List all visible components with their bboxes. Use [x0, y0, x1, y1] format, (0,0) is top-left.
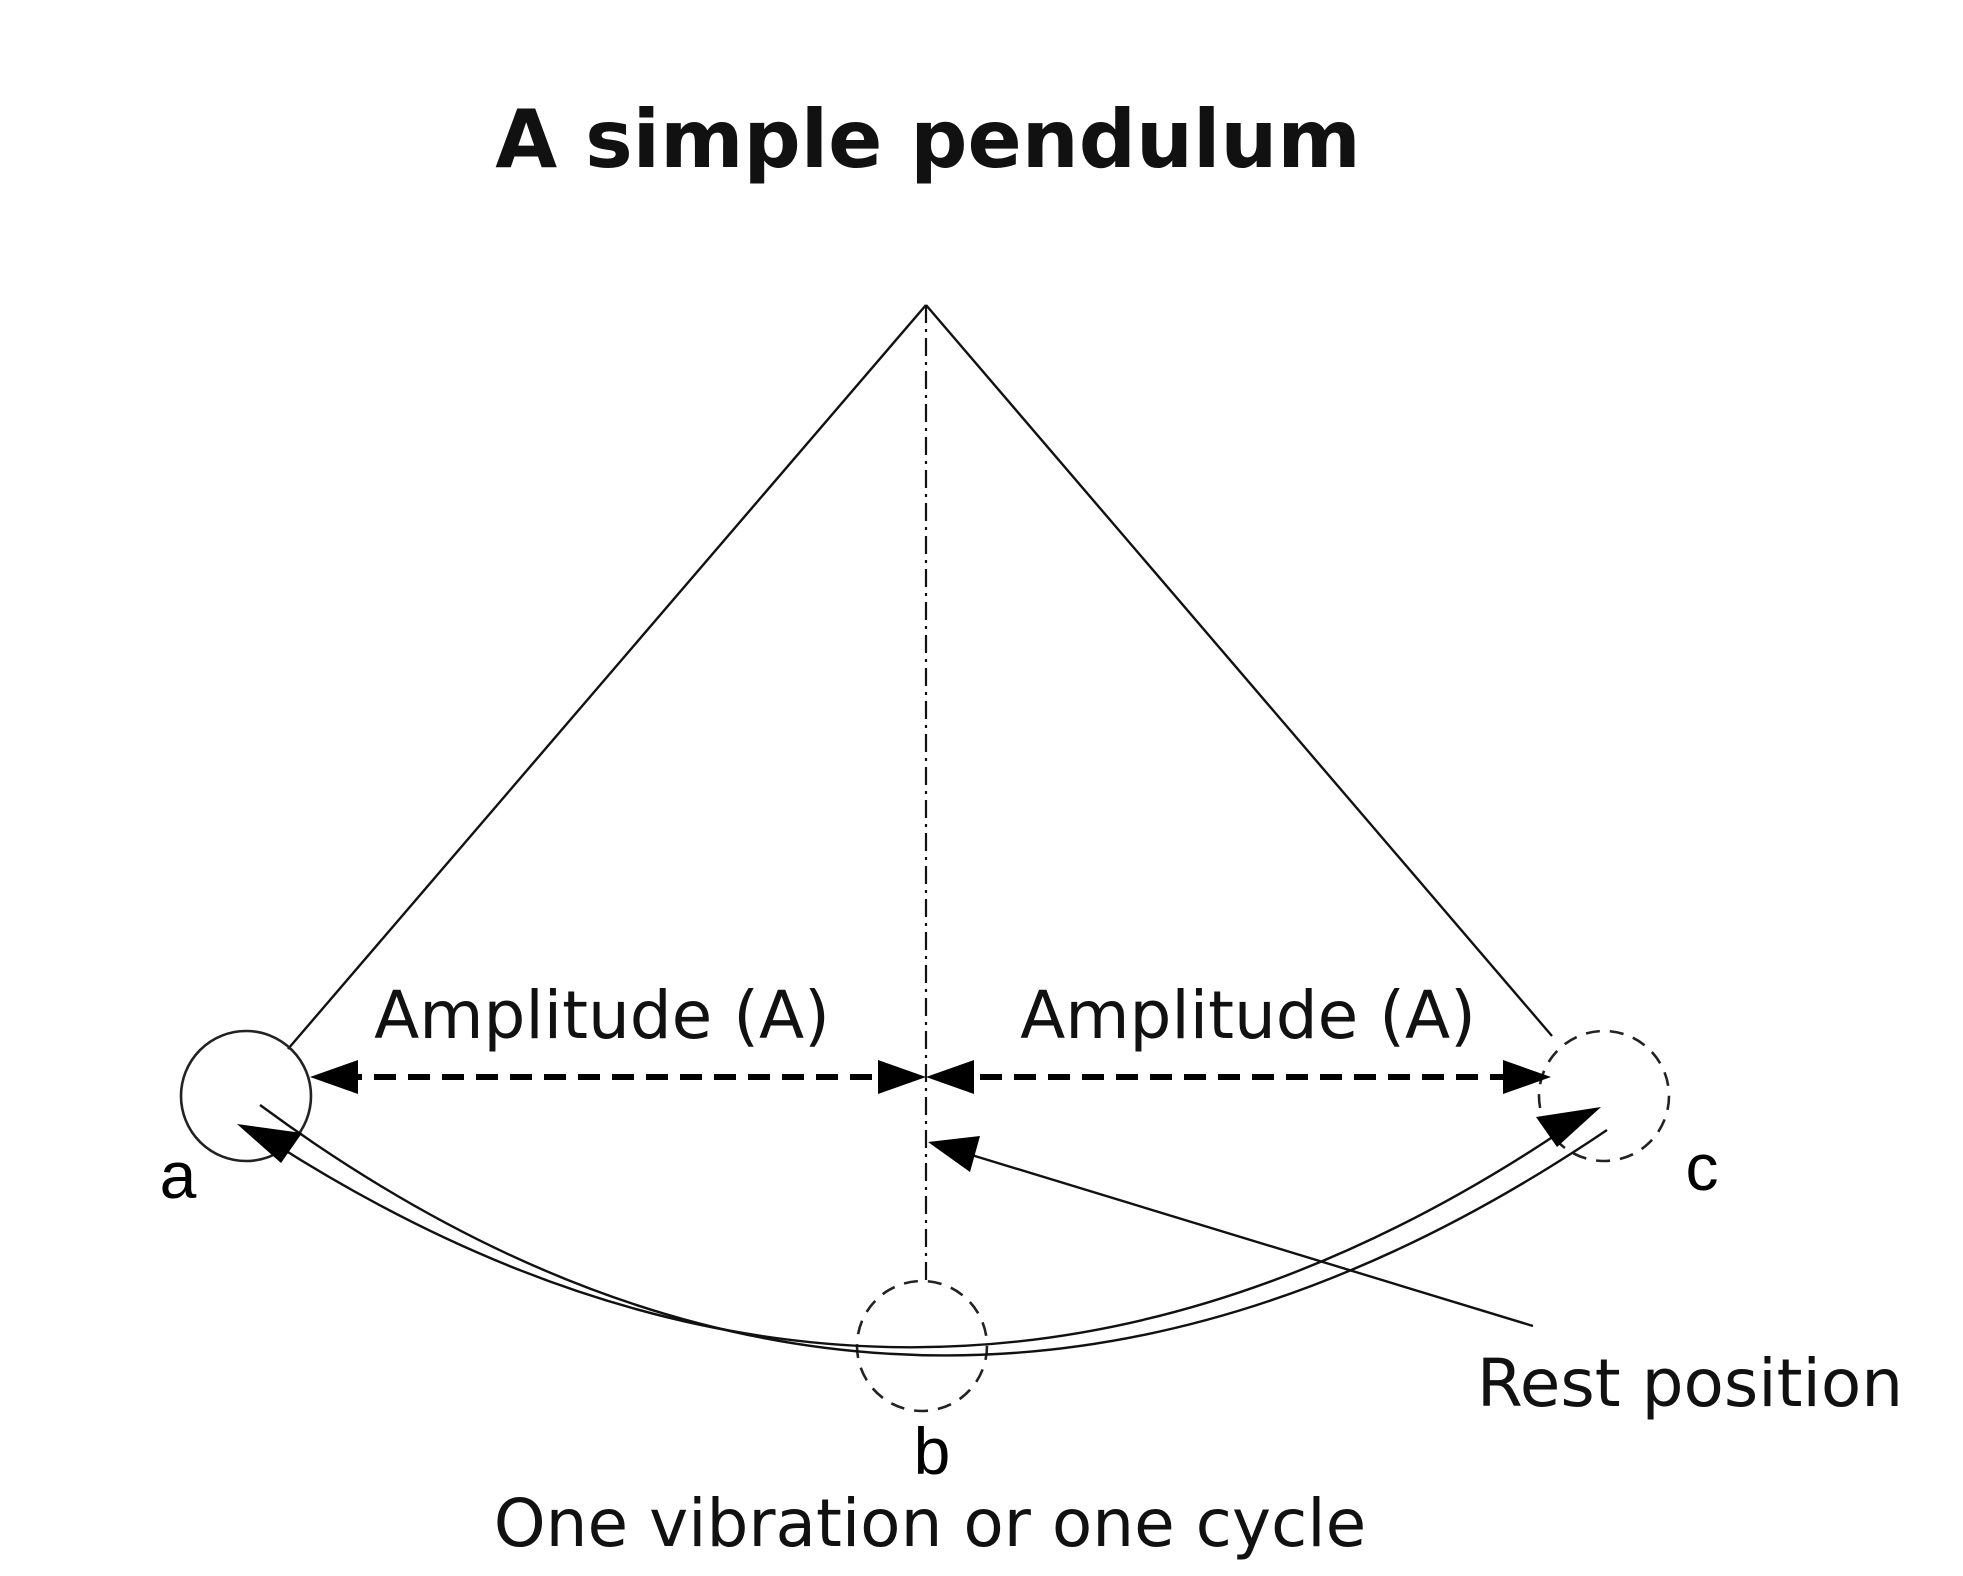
amplitude-right-arrowhead-b: [926, 1060, 974, 1094]
amplitude-left-arrowhead-b: [878, 1060, 926, 1094]
position-label-a: a: [160, 1138, 197, 1212]
rest-position-pointer-arrowhead: [928, 1136, 980, 1172]
position-label-b: b: [914, 1414, 951, 1488]
rest-position-label: Rest position: [1477, 1345, 1903, 1422]
left-string: [287, 304, 927, 1050]
amplitude-right-arrowhead-c: [1503, 1060, 1551, 1094]
rest-position-pointer-line: [964, 1151, 1534, 1328]
amplitude-right-label: Amplitude (A): [1020, 977, 1476, 1054]
swing-arrowhead-left: [237, 1124, 302, 1163]
amplitude-left-arrowhead-a: [310, 1060, 358, 1094]
right-string: [925, 304, 1553, 1037]
swing-path-inner: [257, 1121, 1576, 1349]
cycle-caption: One vibration or one cycle: [494, 1485, 1367, 1562]
swing-arrowhead-right: [1536, 1107, 1601, 1147]
swing-path-outer: [259, 1104, 1608, 1357]
amplitude-left-label: Amplitude (A): [374, 977, 830, 1054]
diagram-title: A simple pendulum: [495, 93, 1360, 186]
bob-position-a: [179, 1029, 313, 1163]
bob-position-c: [1537, 1029, 1671, 1163]
position-label-c: c: [1686, 1130, 1719, 1204]
